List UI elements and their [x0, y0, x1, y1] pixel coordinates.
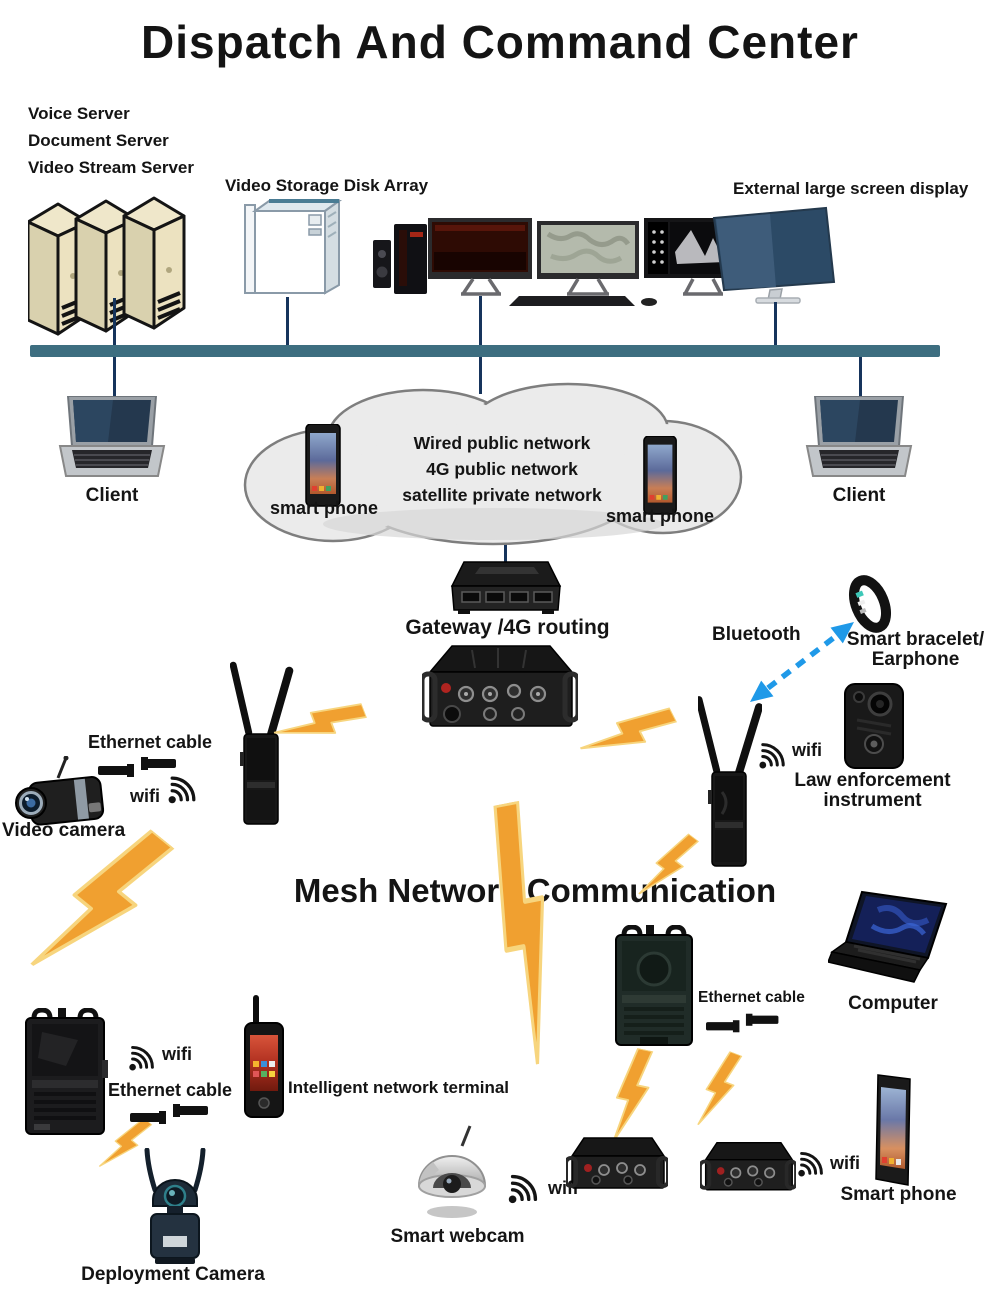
external-display-icon [712, 206, 836, 304]
ethernet-cable-label-left: Ethernet cable [88, 732, 213, 752]
bluetooth-arrow-icon [750, 622, 854, 702]
page-title: Dispatch And Command Center [141, 16, 859, 68]
wifi-icon-left [168, 776, 196, 804]
wifi-label-webcam: wifi [548, 1178, 578, 1198]
video-stream-server-label: Video Stream Server [28, 158, 194, 177]
bolt-gateway-right [579, 707, 678, 750]
smart-phone-bottom-label: Smart phone [840, 1184, 957, 1205]
bluetooth-label: Bluetooth [712, 624, 801, 645]
wifi-icon-bottom-left [129, 1045, 154, 1071]
wifi-icon-law [759, 743, 785, 769]
cloud-line-1: Wired public network [413, 433, 591, 453]
wifi-icon-webcam [508, 1174, 538, 1204]
ethernet-cable-label-bottom-left: Ethernet cable [108, 1080, 233, 1100]
intelligent-terminal-icon [244, 995, 284, 1118]
bolt-bottom-left-link [612, 1047, 654, 1143]
voice-server-label: Voice Server [28, 104, 130, 123]
wifi-label-left: wifi [130, 786, 160, 806]
bolt-center-long [493, 799, 545, 1067]
video-camera-label: Video camera [2, 820, 126, 841]
bolt-mid-small [638, 833, 700, 895]
deployment-camera-label: Deployment Camera [81, 1264, 265, 1285]
disk-array-icon [244, 199, 343, 295]
smart-phone-right-label: smart phone [605, 506, 715, 526]
document-server-label: Document Server [28, 131, 169, 150]
connector-bus-client-right [859, 357, 862, 399]
client-left-icon [58, 396, 166, 477]
connector-display-bus [774, 302, 777, 345]
connector-bus-cloud [479, 357, 482, 394]
connector-diskarray-bus [286, 297, 289, 345]
ethernet-cable-icon-bottom-left [130, 1104, 208, 1124]
network-bus [30, 345, 940, 357]
central-mesh-radio-icon [422, 645, 578, 727]
external-display-label: External large screen display [733, 179, 969, 198]
gateway-icon [450, 561, 562, 614]
workstation-monitors-icon [373, 218, 747, 306]
server-towers-icon [28, 196, 186, 336]
bolt-deploy-camera [98, 1117, 153, 1168]
connector-servers-bus [113, 298, 116, 345]
bolt-left-gateway [273, 703, 368, 734]
intelligent-terminal-label: Intelligent network terminal [288, 1078, 510, 1097]
smart-phone-left-label: smart phone [269, 498, 379, 518]
computer-laptop-icon [828, 890, 948, 983]
smart-phone-bottom-icon [875, 1074, 911, 1186]
computer-label: Computer [848, 993, 938, 1014]
public-network-cloud [243, 382, 743, 546]
cloud-line-3: satellite private network [402, 485, 602, 505]
wifi-label-bottom-left: wifi [162, 1044, 192, 1064]
disk-array-label: Video Storage Disk Array [225, 176, 429, 195]
bolt-left-big [29, 828, 175, 967]
ethernet-cable-icon-right [706, 1013, 779, 1033]
radio-box-left-icon [566, 1137, 668, 1189]
radio-box-right-icon [700, 1142, 796, 1191]
wifi-label-bottom-right: wifi [830, 1153, 860, 1173]
smart-phone-right-icon [643, 436, 677, 515]
wifi-icon-bottom-right [798, 1151, 823, 1177]
client-right-label: Client [832, 485, 886, 506]
wifi-label-law: wifi [792, 740, 822, 760]
client-right-icon [805, 396, 913, 477]
law-label-line1: Law enforcement [794, 770, 951, 791]
smart-bracelet-icon [848, 575, 892, 633]
connector-cloud-gateway [504, 536, 507, 564]
smart-webcam-icon [417, 1125, 487, 1218]
bolt-bottom-right-link [697, 1050, 743, 1126]
ethernet-cable-icon-left [98, 757, 176, 777]
law-label-line2: instrument [823, 790, 922, 811]
law-enforcement-camera-icon [844, 683, 904, 769]
gateway-label: Gateway /4G routing [405, 616, 610, 639]
mesh-radio-right-branch-icon [615, 925, 693, 1046]
connector-workstation-bus [479, 296, 482, 345]
smart-webcam-label: Smart webcam [390, 1226, 525, 1247]
bracelet-label-line2: Earphone [871, 649, 960, 670]
bracelet-label-line1: Smart bracelet/ [846, 629, 985, 650]
mesh-node-right-icon [698, 696, 762, 867]
cloud-line-2: 4G public network [426, 459, 578, 479]
mesh-node-left-icon [230, 661, 294, 825]
smart-phone-left-icon [305, 424, 341, 507]
deployment-camera-icon [144, 1148, 206, 1264]
ethernet-cable-label-right: Ethernet cable [698, 989, 805, 1006]
video-camera-icon [15, 756, 105, 826]
client-left-label: Client [85, 485, 139, 506]
connector-bus-client-left [113, 357, 116, 399]
mesh-radio-bottom-left-icon [25, 1008, 108, 1135]
